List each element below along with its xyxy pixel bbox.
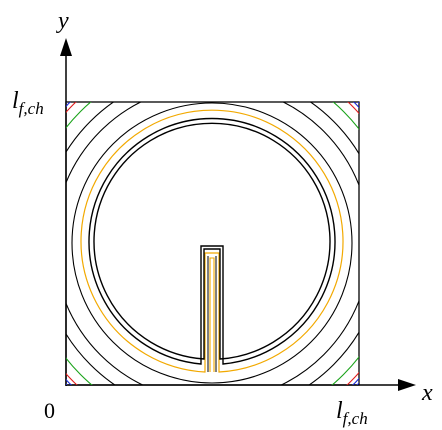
domain-square bbox=[65, 101, 360, 386]
corner-contour-2 bbox=[66, 102, 359, 385]
slot-orange bbox=[209, 257, 215, 372]
origin-label: 0 bbox=[44, 398, 55, 423]
x-tick-label: lf,ch bbox=[336, 398, 368, 428]
keyhole-contours bbox=[80, 109, 344, 373]
x-axis-arrow bbox=[398, 379, 416, 391]
contour-circle-3 bbox=[71, 102, 353, 384]
corner-contours bbox=[6, 37, 418, 430]
y-tick-label: lf,ch bbox=[12, 88, 44, 118]
corner-contour-5 bbox=[6, 37, 418, 430]
y-tick-sub: f,ch bbox=[19, 99, 44, 118]
keyhole-black-inner bbox=[93, 122, 331, 360]
y-axis-label: y bbox=[56, 8, 69, 34]
x-tick-sub: f,ch bbox=[343, 409, 368, 428]
axes bbox=[60, 38, 416, 391]
y-axis-arrow bbox=[60, 38, 72, 56]
contour-circle-2 bbox=[66, 102, 359, 385]
keyhole-black-outer bbox=[88, 117, 336, 365]
x-axis-label: x bbox=[421, 380, 433, 406]
corner-contour-4 bbox=[66, 102, 359, 385]
keyhole-orange-outer bbox=[80, 109, 344, 373]
y-tick-base: l bbox=[12, 88, 19, 114]
circular-contours bbox=[66, 102, 359, 385]
x-tick-base: l bbox=[336, 398, 343, 424]
corner-contour-1 bbox=[66, 102, 359, 385]
